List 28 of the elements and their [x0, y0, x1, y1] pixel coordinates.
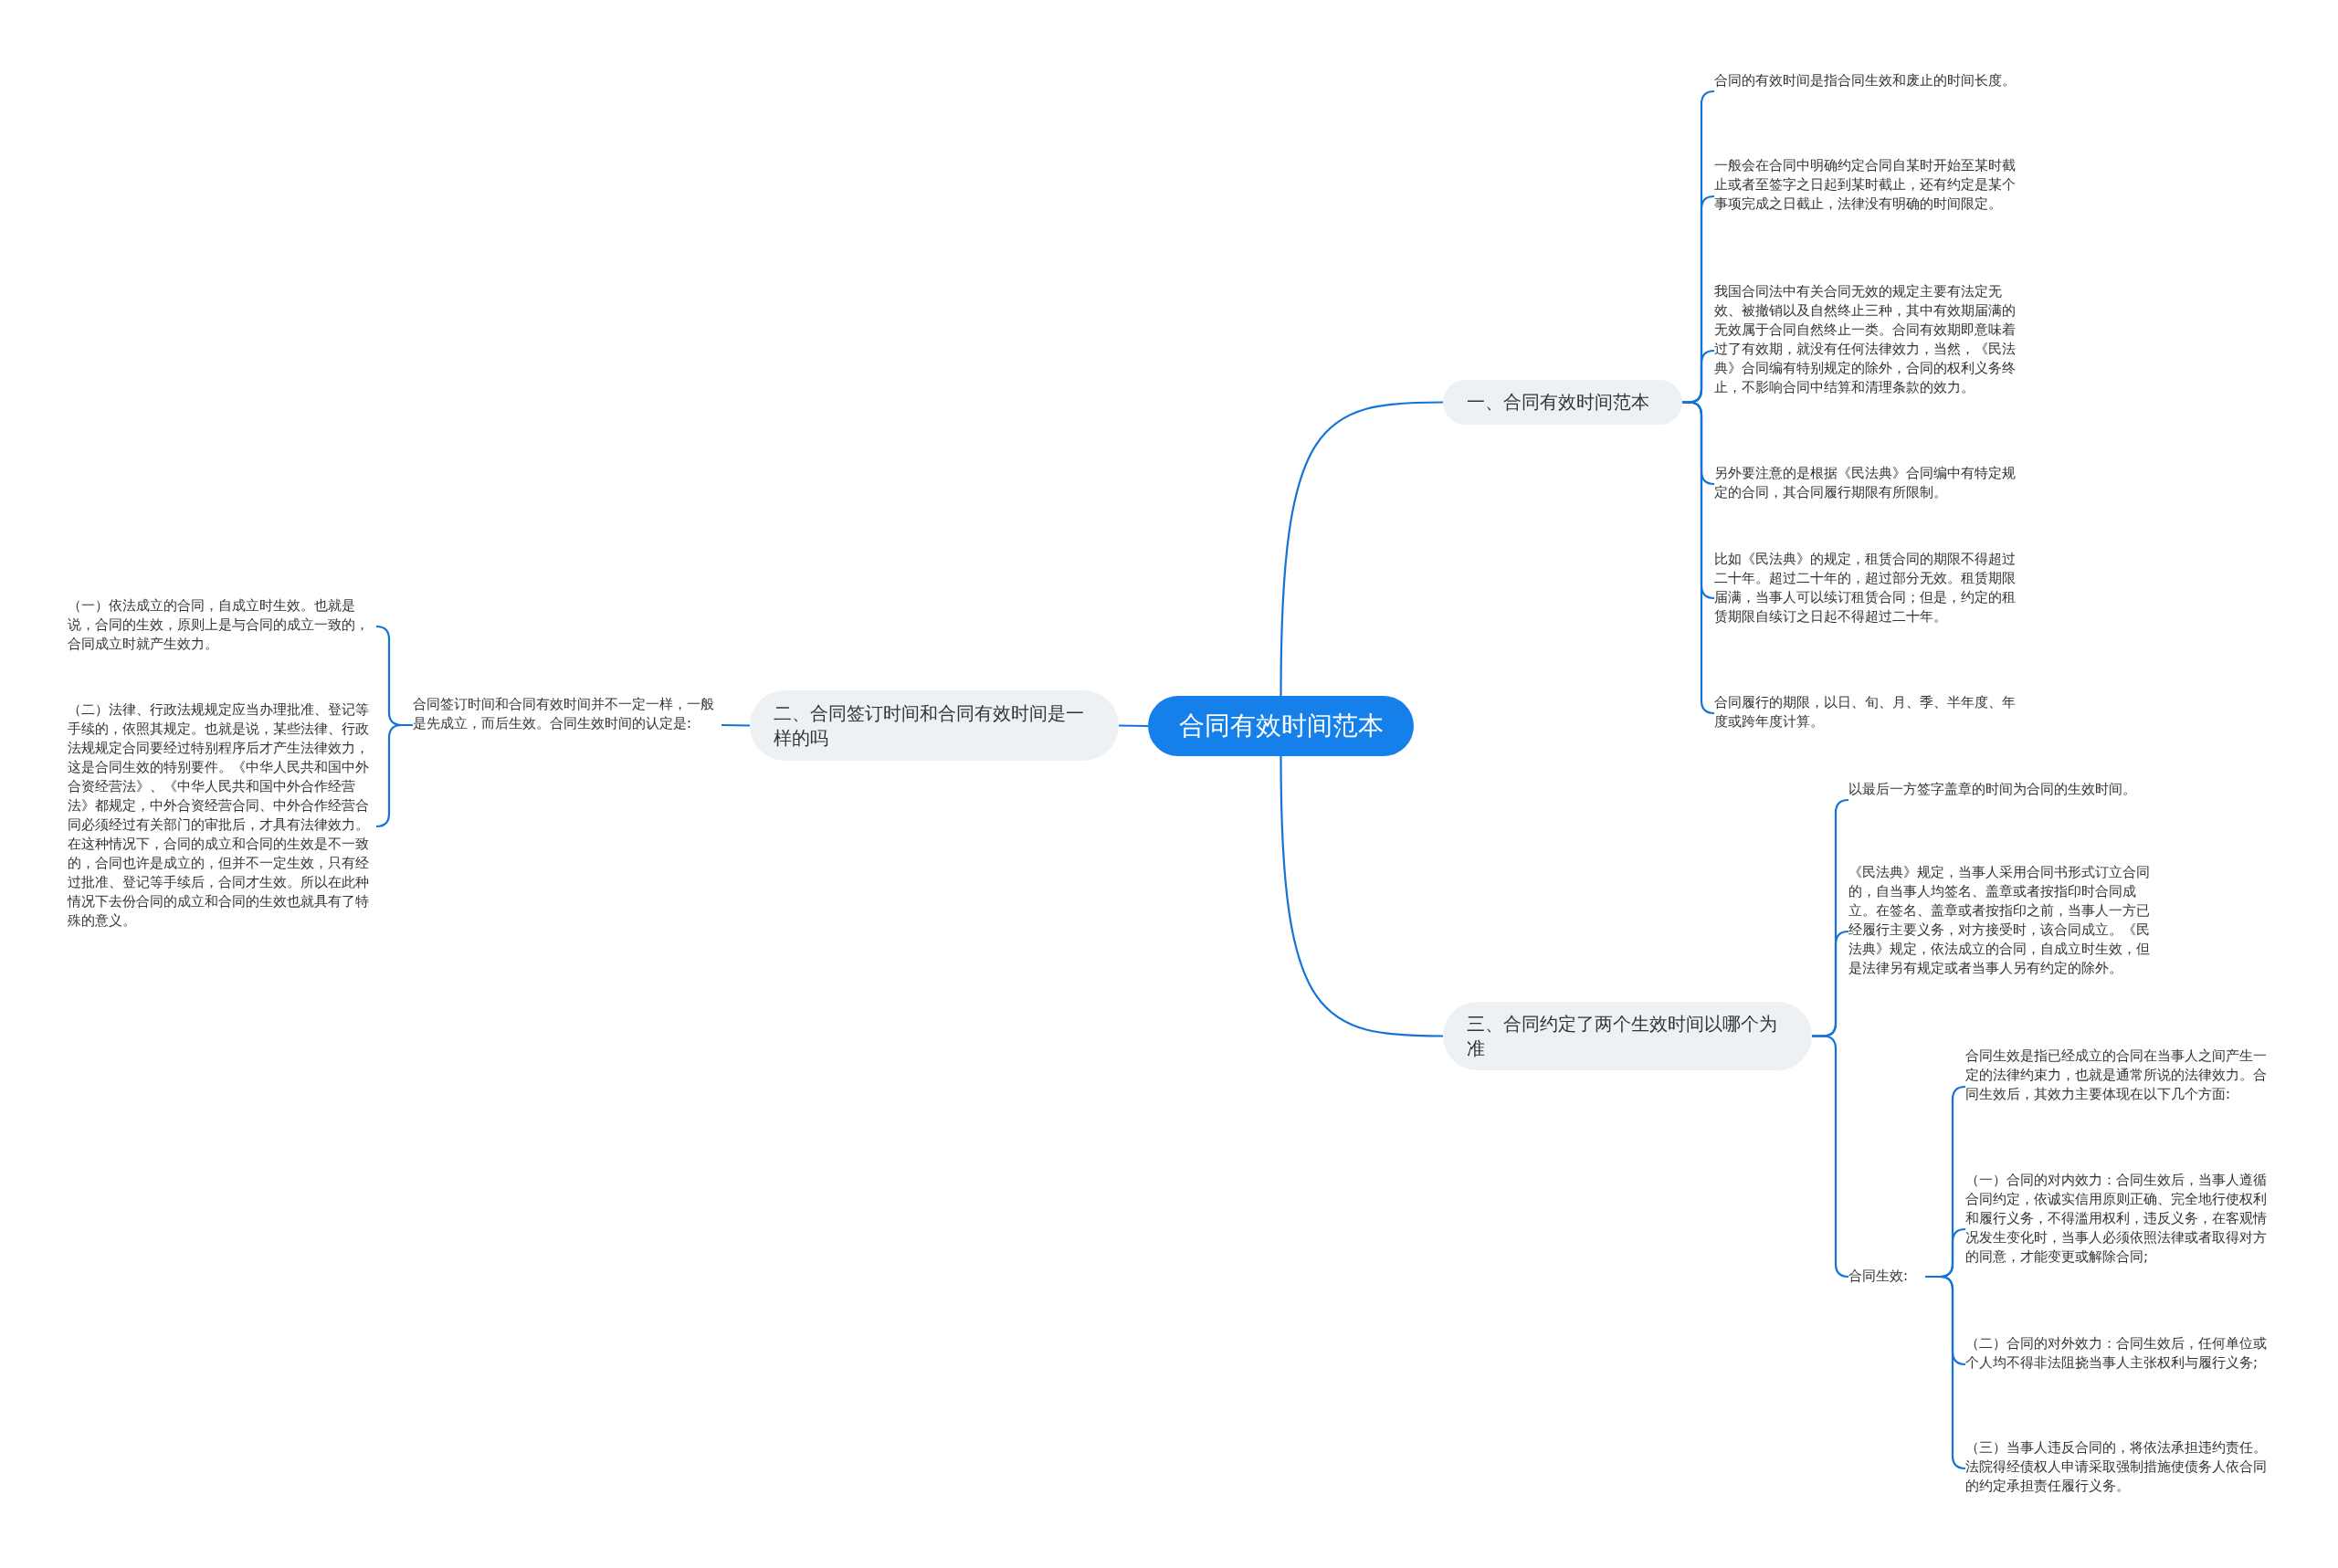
note-text: 《民法典》规定，当事人采用合同书形式订立合同的，自当事人均签名、盖章或者按指印时合同成立。在签名、盖章或者按指印之前，当事人一方已经履行主要义务，对方接受时，该合同成立。《民法典》规定，依法成立的合同，自成立时生效，但是法律另有规定或者当事人另有约定的除外。	[1848, 863, 2159, 1000]
connector-line	[375, 723, 413, 828]
note-text: （二）合同的对外效力：合同生效后，任何单位或个人均不得非法阻挠当事人主张权利与履行义务;	[1965, 1334, 2276, 1394]
connector-line	[1280, 401, 1443, 696]
connector-line	[1280, 756, 1443, 1037]
note-text: 合同生效:	[1848, 1267, 1925, 1287]
topic-bubble: 二、合同签订时间和合同有效时间是一样的吗	[750, 690, 1119, 761]
note-text: （一）依法成立的合同，自成立时生效。也就是说，合同的生效，原则上是与合同的成立一致的，合同成立时就产生效力。	[68, 596, 376, 657]
note-text: （一）合同的对内效力：合同生效后，当事人遵循合同约定，依诚实信用原则正确、完全地行使权利和履行义务，不得滥用权利，违反义务，在客观情况发生变化时，当事人必须依照法律或者取得对方的同意，才能变更或解除合同;	[1965, 1171, 2276, 1288]
connector-line	[1119, 724, 1148, 728]
note-text: 合同生效是指已经成立的合同在当事人之间产生一定的法律约束力，也就是通常所说的法律效力。合同生效后，其效力主要体现在以下几个方面:	[1965, 1047, 2276, 1127]
note-text: 一般会在合同中明确约定合同自某时开始至某时截止或者至签字之日起到某时截止，还有约定是某个事项完成之日截止，法律没有明确的时间限定。	[1714, 156, 2025, 237]
note-text: 合同履行的期限，以日、旬、月、季、半年度、年度或跨年度计算。	[1714, 693, 2025, 733]
note-text: 合同的有效时间是指合同生效和废止的时间长度。	[1714, 71, 2025, 111]
note-text: （二）法律、行政法规规定应当办理批准、登记等手续的，依照其规定。也就是说，某些法律、行政法规规定合同要经过特别程序后才产生法律效力，这是合同生效的特别要件。《中华人民共和国中外合资经营法》、《中华人民共和国中外合作经营法》都规定，中外合资经营合同、中外合作经营合同必须经过有关部门的审批后，才具有法律效力。在这种情况下，合同的成立和合同的生效是不一致的，合同也许是成立的，但并不一定生效，只有经过批准、登记等手续后，合同才生效。所以在此种情况下去份合同的成立和合同的生效也就具有了特殊的意义。	[68, 700, 376, 952]
note-text: 另外要注意的是根据《民法典》合同编中有特定规定的合同，其合同履行期限有所限制。	[1714, 464, 2025, 504]
connector-line	[721, 723, 750, 727]
note-text: 我国合同法中有关合同无效的规定主要有法定无效、被撤销以及自然终止三种，其中有效期届满的无效属于合同自然终止一类。合同有效期即意味着过了有效期，就没有任何法律效力，当然，《民法典》合同编有特别规定的除外，合同的权利义务终止，不影响合同中结算和清理条款的效力。	[1714, 282, 2025, 419]
note-text: （三）当事人违反合同的，将依法承担违约责任。法院得经债权人申请采取强制措施使债务人依合同的约定承担责任履行义务。	[1965, 1438, 2276, 1499]
connector-line	[1682, 401, 1715, 715]
connector-line	[1812, 1035, 1849, 1279]
topic-bubble: 三、合同约定了两个生效时间以哪个为准	[1443, 1002, 1812, 1070]
note-text: 合同签订时间和合同有效时间并不一定一样，一般是先成立，而后生效。合同生效时间的认定是:	[413, 695, 721, 755]
connector-line	[1925, 1275, 1966, 1470]
topic-bubble: 一、合同有效时间范本	[1443, 380, 1682, 425]
note-text: 比如《民法典》的规定，租赁合同的期限不得超过二十年。超过二十年的，超过部分无效。租赁期限届满，当事人可以续订租赁合同；但是，约定的租赁期限自续订之日起不得超过二十年。	[1714, 550, 2025, 647]
note-text: 以最后一方签字盖章的时间为合同的生效时间。	[1848, 780, 2159, 820]
central-topic: 合同有效时间范本	[1148, 696, 1414, 756]
